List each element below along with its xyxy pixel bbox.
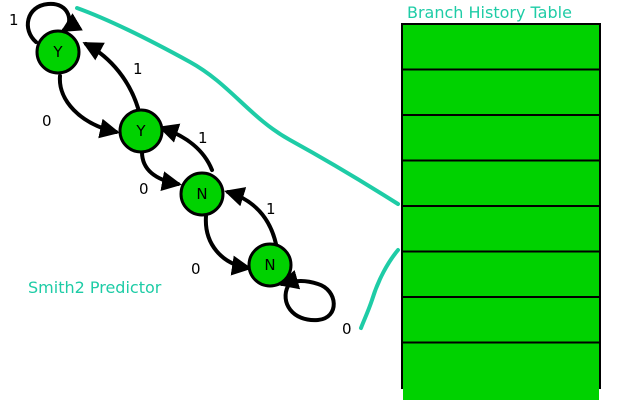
edge-s2-to-s1 bbox=[158, 123, 214, 172]
label-s1-to-s0: 1 bbox=[133, 60, 143, 78]
predictor-caption: Smith2 Predictor bbox=[28, 278, 162, 297]
table-title: Branch History Table bbox=[407, 3, 572, 22]
table-row bbox=[401, 205, 601, 253]
label-s1-to-s2: 0 bbox=[139, 180, 149, 198]
table-row bbox=[401, 296, 601, 344]
label-s2-to-s3: 0 bbox=[191, 260, 201, 278]
state-3: N bbox=[247, 242, 293, 288]
edge-s1-to-s0 bbox=[82, 42, 140, 110]
edge-s1-to-s2 bbox=[140, 150, 182, 191]
state-2: N bbox=[179, 171, 225, 217]
state-label: N bbox=[264, 256, 275, 274]
label-self-loop-bottom: 0 bbox=[342, 320, 352, 338]
table-row bbox=[401, 341, 601, 389]
connector-lower bbox=[359, 248, 400, 330]
table-row bbox=[401, 159, 601, 207]
state-0: Y bbox=[35, 29, 81, 75]
label-s2-to-s1: 1 bbox=[198, 129, 208, 147]
table-row bbox=[401, 114, 601, 162]
edge-s3-to-s2 bbox=[224, 187, 278, 246]
state-label: N bbox=[196, 185, 207, 203]
transition-edges bbox=[25, 1, 336, 323]
state-circle bbox=[179, 171, 225, 217]
state-circle bbox=[35, 29, 81, 75]
state-1: Y bbox=[118, 108, 164, 154]
state-label: Y bbox=[52, 43, 63, 61]
branch-history-table bbox=[401, 23, 601, 400]
table-row bbox=[401, 68, 601, 116]
label-self-loop-top: 1 bbox=[9, 11, 19, 29]
table-row bbox=[401, 250, 601, 298]
connector-upper bbox=[75, 6, 400, 206]
edge-self-loop-bottom bbox=[278, 269, 336, 323]
label-s0-to-s1: 0 bbox=[42, 112, 52, 130]
edge-self-loop-top bbox=[25, 1, 83, 44]
label-s3-to-s2: 1 bbox=[266, 200, 276, 218]
table-footer bbox=[403, 382, 599, 400]
state-label: Y bbox=[135, 122, 146, 140]
state-circle bbox=[247, 242, 293, 288]
table-row bbox=[401, 23, 601, 71]
edge-s0-to-s1 bbox=[57, 74, 120, 139]
state-circle bbox=[118, 108, 164, 154]
edge-s2-to-s3 bbox=[203, 214, 252, 276]
